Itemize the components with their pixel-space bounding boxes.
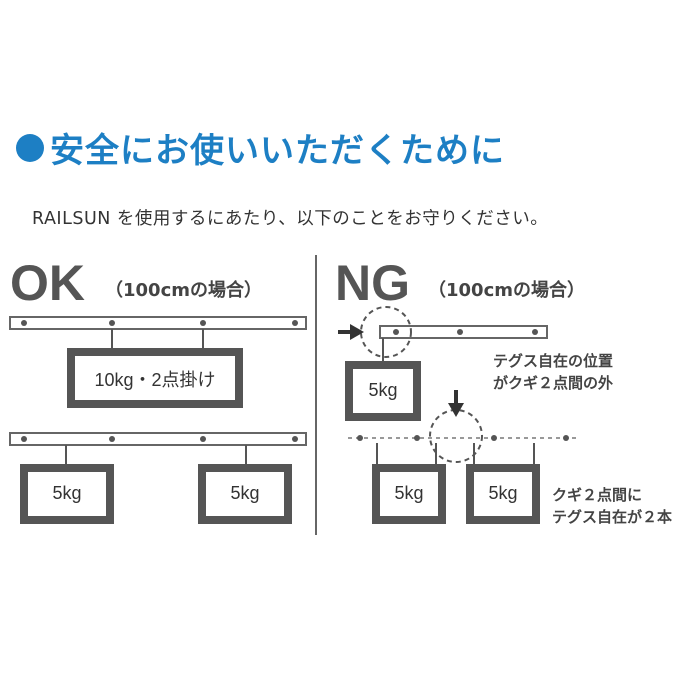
bullet-dot-icon <box>16 133 44 162</box>
arrow-right-icon <box>338 324 364 340</box>
ng-box-top-label: 5kg <box>368 380 398 400</box>
ng-box-top <box>345 361 421 421</box>
ok-box-left <box>20 464 114 524</box>
ng-note-1-line-1: テグス自在の位置 <box>493 352 614 370</box>
heading-text: 安全にお使いいただくために <box>50 131 505 171</box>
ng-note-1-line-2: がクギ２点間の外 <box>493 374 614 392</box>
ok-rail-top <box>9 316 307 330</box>
ng-condition: （100cmの場合） <box>428 280 585 301</box>
ng-rail-bottom <box>348 435 580 441</box>
ng-box-right-label: 5kg <box>488 483 518 503</box>
ok-box-10kg-label: 10kg・2点掛け <box>94 370 216 390</box>
ng-box-left <box>372 464 446 524</box>
ok-box-left-label: 5kg <box>52 483 82 503</box>
ng-rail-top <box>379 325 548 339</box>
ng-note-2-line-1: クギ２点間に <box>552 486 643 504</box>
ok-box-right-label: 5kg <box>230 483 260 503</box>
center-divider <box>315 255 317 535</box>
ng-box-left-label: 5kg <box>394 483 424 503</box>
ok-rail-bottom <box>9 432 307 446</box>
instruction-text: RAILSUN を使用するにあたり、以下のことをお守りください。 <box>32 209 549 229</box>
ng-box-right <box>466 464 540 524</box>
ng-highlight-circle-1 <box>360 306 412 358</box>
ok-box-right <box>198 464 292 524</box>
ok-condition: （100cmの場合） <box>105 280 262 301</box>
arrow-down-icon <box>448 390 464 417</box>
section-heading: 安全にお使いいただくために <box>16 123 505 172</box>
ng-label: NG <box>335 255 410 311</box>
ok-label: OK <box>10 255 85 311</box>
ng-note-2: クギ２点間に テグス自在が２本 <box>552 484 672 528</box>
ok-box-10kg <box>67 348 243 408</box>
ng-note-2-line-2: テグス自在が２本 <box>552 508 673 526</box>
ng-note-1: テグス自在の位置 がクギ２点間の外 <box>493 350 613 394</box>
